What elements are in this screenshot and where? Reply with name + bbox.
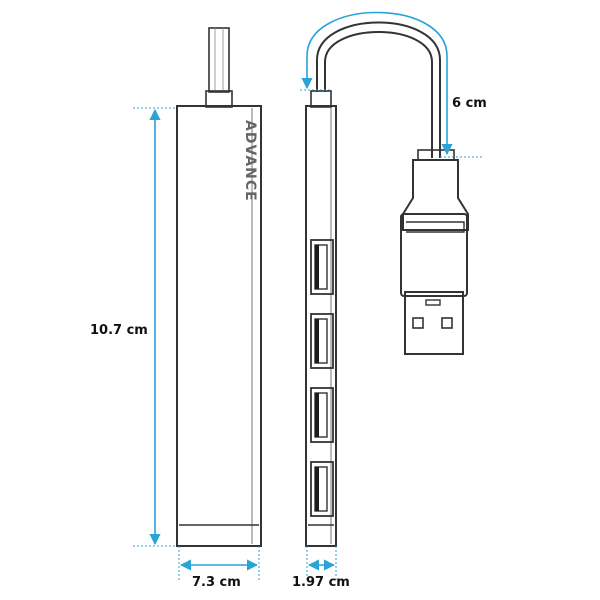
usb-port-1 <box>310 239 334 295</box>
brand-logo: ADVANCE <box>242 120 258 202</box>
usb-port-2 <box>310 313 334 369</box>
depth-label: 1.97 cm <box>292 575 350 590</box>
front-cable-collar <box>205 90 233 108</box>
usb-a-plug <box>400 159 469 355</box>
side-cable-collar <box>310 90 332 108</box>
height-label: 10.7 cm <box>90 323 148 338</box>
hub-front-view: ADVANCE <box>176 27 262 547</box>
hub-side-view <box>305 90 337 547</box>
depth-dimension: 1.97 cm <box>292 546 350 590</box>
cable-length-label: 6 cm <box>452 96 487 111</box>
usb-cable <box>316 21 455 161</box>
front-cable <box>208 27 230 93</box>
usb-port-4 <box>310 461 334 517</box>
usb-port-3 <box>310 387 334 443</box>
height-dimension: 10.7 cm <box>90 107 177 547</box>
cable-dimension: 6 cm <box>300 11 487 158</box>
width-label: 7.3 cm <box>192 575 241 590</box>
usb-ports <box>310 239 334 517</box>
width-dimension: 7.3 cm <box>178 546 260 590</box>
hub-body <box>176 105 262 547</box>
